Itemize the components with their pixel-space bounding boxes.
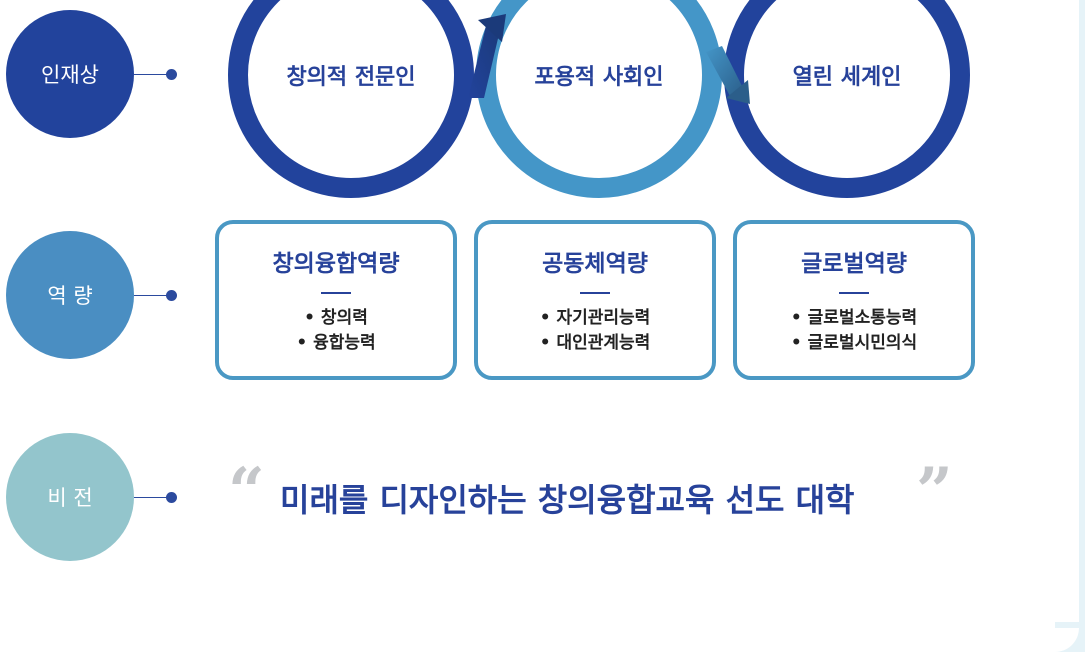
competency-item: • 융합능력 [296, 333, 376, 353]
ring-flow-arrows [468, 14, 750, 104]
competency-box-global: 글로벌역량 • 글로벌소통능력 • 글로벌시민의식 [733, 220, 975, 380]
connector-line-vision [134, 497, 170, 498]
competency-divider [580, 292, 610, 294]
competency-title: 공동체역량 [542, 251, 648, 277]
open-quote-icon: “ [228, 454, 265, 529]
connector-dot-vision [166, 492, 177, 503]
competency-title: 창의융합역량 [272, 251, 400, 277]
connector-dot-talent [166, 69, 177, 80]
flow-arrow-down-icon [706, 46, 750, 104]
competency-title: 글로벌역량 [801, 251, 907, 277]
frame-corner [1055, 622, 1085, 652]
talent-ring-label: 열린 세계인 [792, 65, 902, 90]
right-frame-border [1079, 0, 1085, 652]
competency-item: • 대인관계능력 [539, 333, 651, 353]
row-label-vision: 비 전 [6, 433, 134, 561]
competency-divider [839, 292, 869, 294]
competency-item: • 글로벌소통능력 [790, 308, 918, 328]
flow-arrow-up-icon [468, 14, 506, 98]
competency-divider [321, 292, 351, 294]
talent-ring-label: 창의적 전문인 [286, 65, 416, 90]
row-label-talent: 인재상 [6, 10, 134, 138]
competency-item: • 자기관리능력 [539, 308, 651, 328]
connector-line-talent [134, 74, 170, 75]
competency-box-community: 공동체역량 • 자기관리능력 • 대인관계능력 [474, 220, 716, 380]
competency-box-creative-convergence: 창의융합역량 • 창의력 • 융합능력 [215, 220, 457, 380]
talent-ring-label: 포용적 사회인 [534, 65, 664, 90]
competency-item: • 창의력 [304, 308, 368, 328]
competency-item: • 글로벌시민의식 [790, 333, 918, 353]
connector-dot-competency [166, 290, 177, 301]
close-quote-icon: ” [916, 454, 953, 529]
connector-line-competency [134, 295, 170, 296]
row-label-competency: 역 량 [6, 231, 134, 359]
vision-statement: 미래를 디자인하는 창의융합교육 선도 대학 [280, 481, 855, 519]
